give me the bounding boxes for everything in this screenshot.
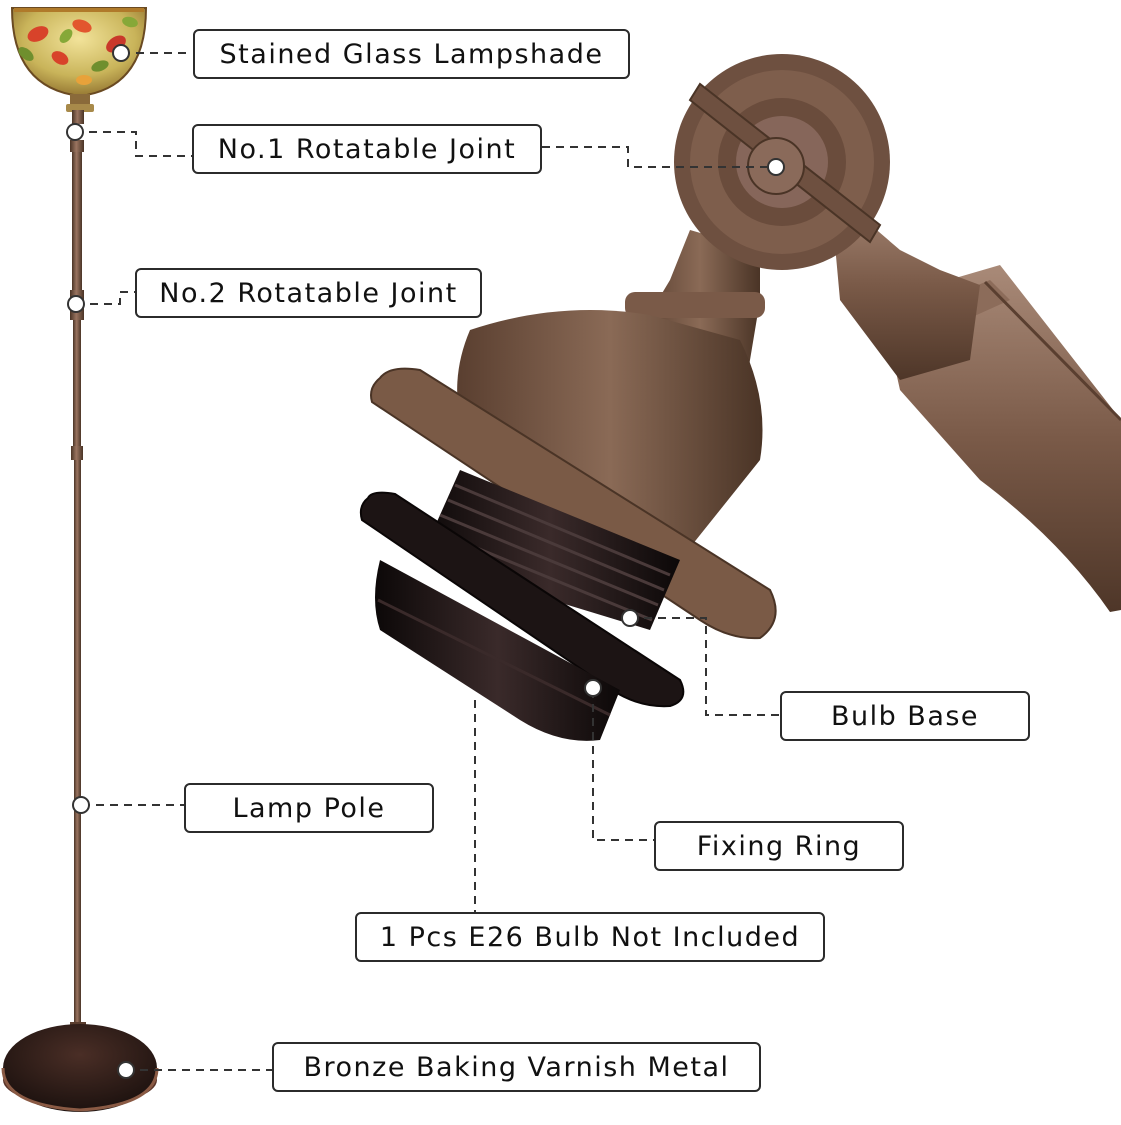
marker-joint2: [67, 295, 85, 313]
marker-fixing-ring: [584, 679, 602, 697]
label-bronze-baking-varnish-metal: Bronze Baking Varnish Metal: [272, 1042, 761, 1092]
leader-lines: [75, 52, 780, 1071]
leader-fixing-ring: [592, 690, 654, 841]
marker-lamp-pole: [72, 796, 90, 814]
leader-joint2: [76, 291, 135, 305]
marker-joint1-closeup: [767, 158, 785, 176]
marker-bulb-base: [621, 609, 639, 627]
marker-joint1-pole: [66, 123, 84, 141]
leader-joint1-right: [542, 146, 776, 168]
leader-joint1-left: [75, 131, 192, 157]
marker-dots: [66, 44, 785, 1079]
label-bulb-base: Bulb Base: [780, 691, 1030, 741]
label-bulb-not-included: 1 Pcs E26 Bulb Not Included: [355, 912, 825, 962]
stained-glass-lampshade: [10, 7, 148, 112]
label-fixing-ring: Fixing Ring: [654, 821, 904, 871]
marker-lampshade: [112, 44, 130, 62]
label-lamp-pole: Lamp Pole: [184, 783, 434, 833]
marker-base: [117, 1061, 135, 1079]
lamp-pole: [70, 110, 86, 1030]
label-stained-glass-lampshade: Stained Glass Lampshade: [193, 29, 630, 79]
label-no1-rotatable-joint: No.1 Rotatable Joint: [192, 124, 542, 174]
socket-assembly: [359, 310, 777, 741]
label-no2-rotatable-joint: No.2 Rotatable Joint: [135, 268, 482, 318]
leader-bulb-base: [630, 617, 780, 716]
